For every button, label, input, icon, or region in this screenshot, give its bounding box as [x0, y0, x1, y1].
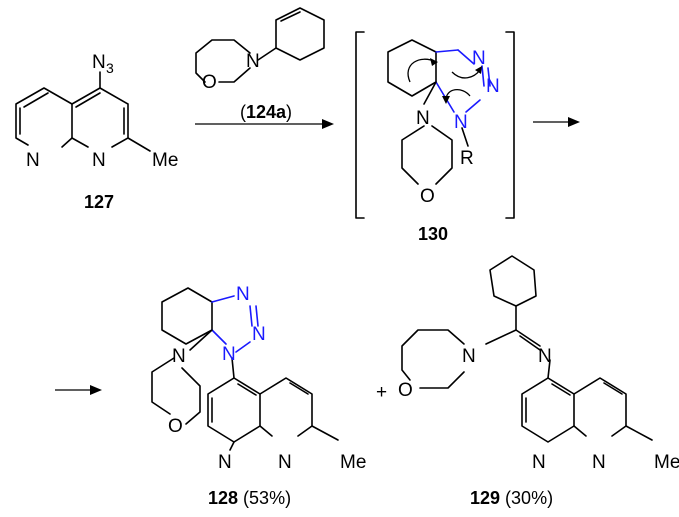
- reaction-arrow: [533, 117, 580, 127]
- reaction-arrow: [195, 119, 334, 129]
- atom-n-triazole: N: [454, 112, 468, 133]
- atom-n-ring: N: [26, 150, 40, 171]
- atom-n-imine: N: [538, 346, 552, 367]
- atom-n-morpholine: N: [246, 51, 260, 72]
- atom-n-triazole: N: [252, 324, 266, 345]
- compound-label-128: 128 (53%): [208, 488, 291, 508]
- atom-n-amine: N: [462, 346, 476, 367]
- atom-n-triazole: N: [222, 344, 236, 365]
- compound-label-127: 127: [84, 192, 114, 212]
- atom-n3: N: [92, 52, 106, 73]
- atom-n-morpholine: N: [172, 346, 186, 367]
- intermediate-130: N N N R N O 130: [355, 31, 515, 244]
- atom-me: Me: [654, 452, 679, 473]
- atom-n-ring: N: [278, 452, 292, 473]
- atom-n-ring: N: [532, 452, 546, 473]
- atom-me: Me: [152, 150, 178, 171]
- atom-o-morpholine: O: [420, 186, 435, 207]
- atom-n3-subscript: 3: [106, 60, 114, 76]
- plus-sign: +: [376, 382, 387, 403]
- atom-n-ring: N: [92, 150, 106, 171]
- compound-128: N N N N O N N Me 128 (53%): [151, 284, 366, 508]
- compound-label-124a: (124a): [240, 102, 292, 122]
- atom-r: R: [460, 148, 474, 169]
- compound-label-130: 130: [418, 224, 448, 244]
- compound-label-129: 129 (30%): [470, 488, 553, 508]
- atom-me: Me: [340, 452, 366, 473]
- compound-129: N N O N N Me 129 (30%): [398, 255, 679, 508]
- atom-o-morpholine: O: [168, 416, 183, 437]
- atom-n-morpholine: N: [416, 108, 430, 129]
- atom-o-morpholine: O: [202, 72, 217, 93]
- reaction-arrow: [55, 385, 102, 395]
- atom-o-morpholine: O: [398, 380, 413, 401]
- reagent-124a: N O (124a): [195, 7, 325, 122]
- atom-n-triazole: N: [236, 284, 250, 305]
- atom-n-ring: N: [592, 452, 606, 473]
- atom-n-triazole: N: [472, 48, 486, 69]
- compound-127: N 3 N N Me 127: [15, 52, 178, 212]
- atom-n-ring: N: [218, 452, 232, 473]
- atom-n-triazole: N: [486, 76, 500, 97]
